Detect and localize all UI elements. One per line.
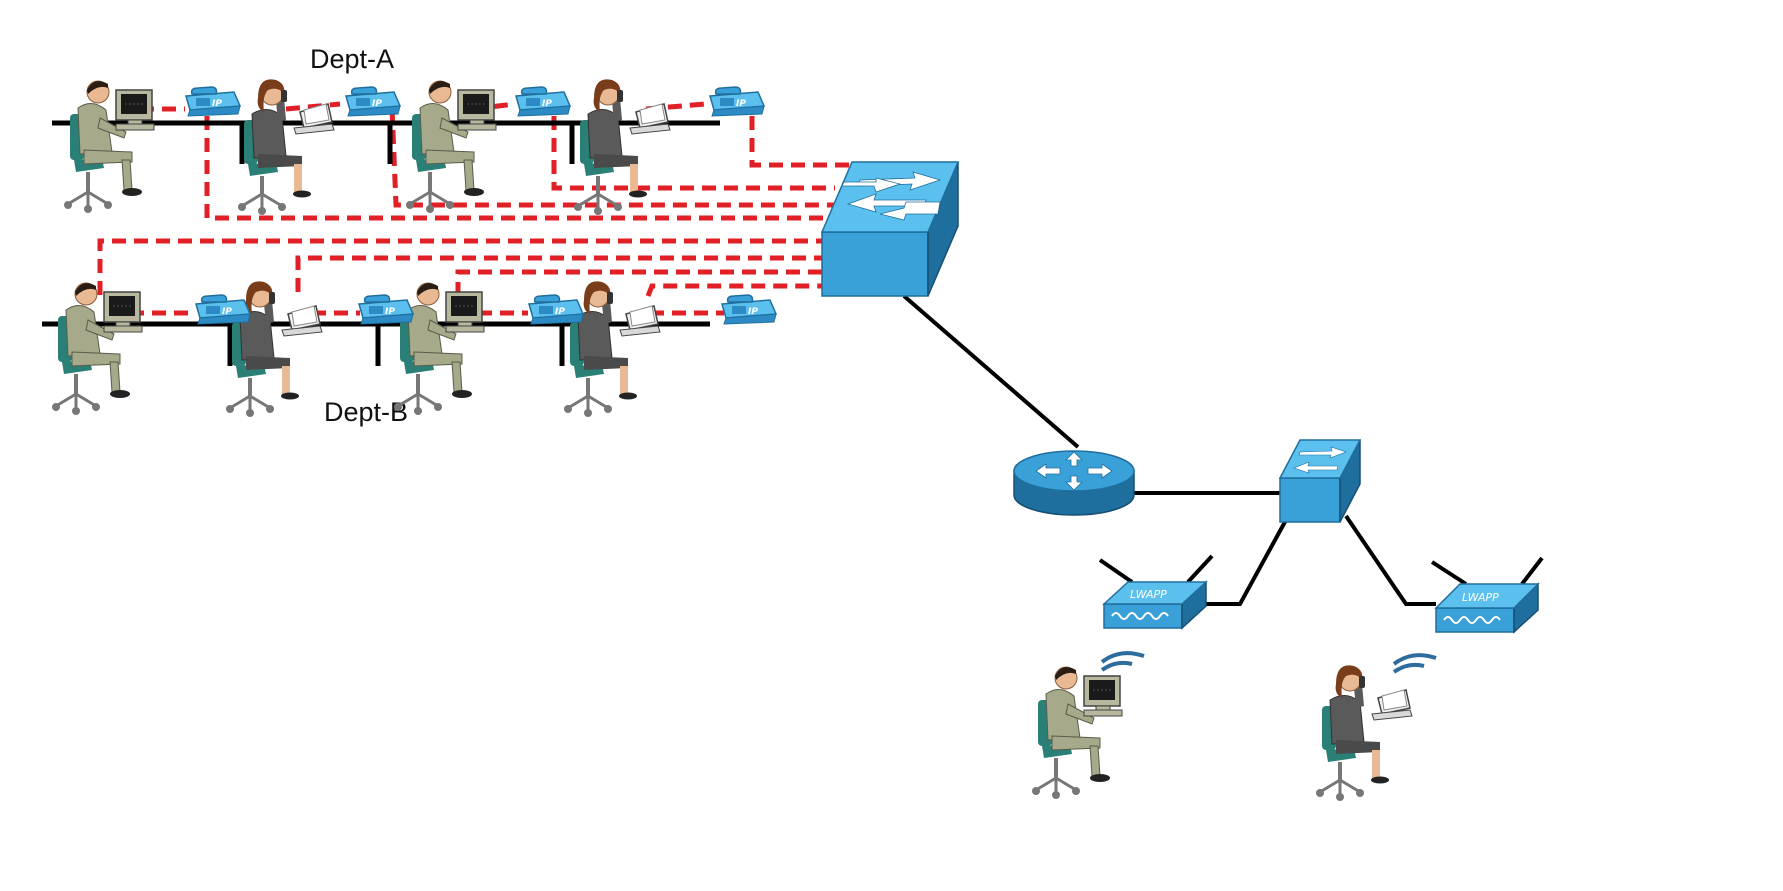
cable-a3-switch <box>551 116 835 191</box>
cable-b3-switch <box>455 269 825 296</box>
access-point-icon: LWAPP <box>1430 556 1544 634</box>
woman-at-laptop-icon <box>1314 663 1414 803</box>
ip-phone-icon: IP <box>185 86 241 117</box>
svg-text:IP: IP <box>542 99 552 109</box>
cable-b4-switch <box>645 283 825 297</box>
wireless-users <box>1030 651 1437 803</box>
svg-text:IP: IP <box>748 307 758 317</box>
switch-to-ap-right-link <box>1344 514 1436 606</box>
wireless-signal-icon <box>1392 653 1437 674</box>
ip-phone-icon: IP <box>358 294 414 325</box>
woman-at-laptop-icon <box>236 77 336 217</box>
man-at-desktop-icon <box>62 79 156 215</box>
ip-phone-icon: IP <box>515 86 571 117</box>
svg-text:IP: IP <box>385 307 395 317</box>
man-at-desktop-icon <box>404 79 498 215</box>
ip-phone-icon: IP <box>709 86 765 117</box>
woman-at-laptop-icon <box>572 77 672 217</box>
main-switch-icon <box>820 161 960 297</box>
cable-b1-switch <box>97 238 825 295</box>
cable-a2-phone <box>285 101 341 112</box>
dept-a-phones: IP IP IP IP <box>185 86 765 117</box>
ip-phone-icon: IP <box>721 294 777 325</box>
access-switch-icon <box>1278 439 1362 523</box>
svg-text:IP: IP <box>212 99 222 109</box>
cable-a1-switch <box>204 116 835 221</box>
dept-a-label: Dept-A <box>310 44 394 74</box>
svg-text:IP: IP <box>555 307 565 317</box>
dept-b-phones: IP IP IP IP <box>195 294 777 325</box>
man-at-desktop-icon <box>1030 665 1124 801</box>
cable-b2-switch <box>295 255 825 292</box>
ip-phone-icon: IP <box>195 294 251 325</box>
cable-a4-switch <box>749 116 850 168</box>
wireless-signal-icon <box>1100 651 1145 672</box>
switch-to-ap-left-link <box>1206 519 1288 606</box>
dept-b-cabling <box>97 238 825 316</box>
svg-text:IP: IP <box>372 99 382 109</box>
router-icon <box>1013 450 1135 516</box>
svg-text:LWAPP: LWAPP <box>1462 591 1499 604</box>
svg-text:LWAPP: LWAPP <box>1130 588 1167 601</box>
svg-text:IP: IP <box>736 99 746 109</box>
svg-text:IP: IP <box>222 307 232 317</box>
ip-phone-icon: IP <box>345 86 401 117</box>
uplink-cabling <box>902 294 1436 606</box>
access-point-icon: LWAPP <box>1098 554 1214 630</box>
switch-to-router-link <box>902 294 1080 449</box>
ip-phone-icon: IP <box>528 294 584 325</box>
cable-a2-switch <box>389 107 835 208</box>
man-at-desktop-icon <box>50 281 144 417</box>
dept-b-label: Dept-B <box>324 397 408 427</box>
